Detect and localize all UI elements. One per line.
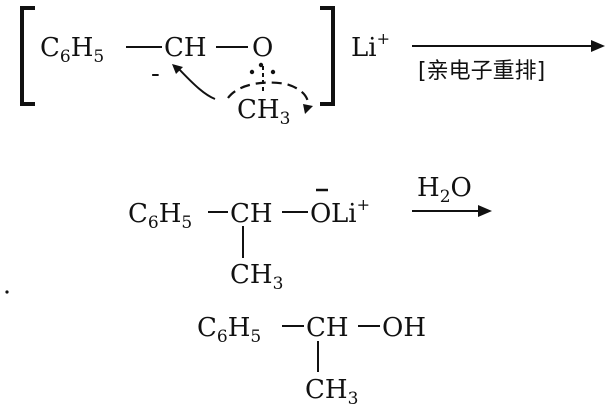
product-methyl: CH3	[305, 375, 358, 409]
step1-oxygen: O	[252, 33, 273, 63]
margin-dot	[5, 290, 9, 294]
step2-phenyl: C6H5	[128, 199, 192, 233]
product-phenyl: C6H5	[197, 313, 261, 347]
curved-arrow-1-head	[172, 64, 183, 74]
reaction-arrow-2-head	[478, 205, 492, 217]
step1-carbanion-charge: -	[151, 59, 160, 89]
reaction-arrow-1-head	[591, 40, 605, 52]
right-bracket	[320, 6, 335, 106]
step1-ch: CH	[164, 33, 207, 63]
step1-electron-dot	[270, 69, 276, 75]
step1-phenyl: C6H5	[40, 33, 104, 67]
curved-arrow-2	[227, 81, 310, 109]
step2-lithium: Li+	[331, 195, 370, 229]
step2-oxygen: O	[310, 199, 331, 229]
curved-arrow-1	[177, 67, 216, 100]
step1-lithium: Li+	[351, 29, 390, 63]
step2-methyl: CH3	[230, 260, 283, 294]
step1-methyl: CH3	[237, 95, 290, 129]
step2-ch: CH	[230, 199, 273, 229]
step1-electron-dot	[249, 69, 255, 75]
arrow-1-condition: [亲电子重排]	[418, 59, 545, 84]
curved-arrow-2-head	[303, 104, 313, 114]
product-ch: CH	[306, 313, 349, 343]
left-bracket	[20, 6, 35, 106]
product-hydroxyl: OH	[382, 313, 426, 343]
arrow-2-reagent: H2O	[417, 173, 472, 207]
